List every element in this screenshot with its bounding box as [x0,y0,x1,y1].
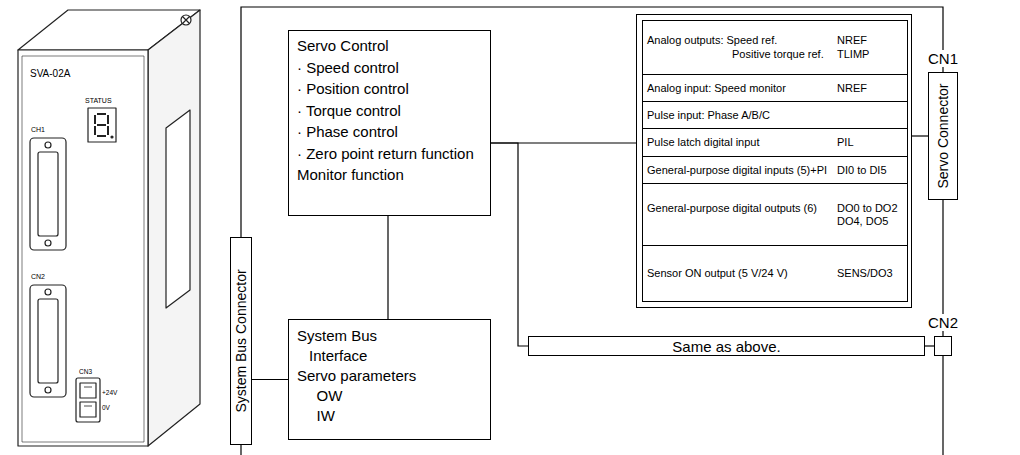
node-text: · Speed control [297,57,486,79]
system-bus-interface-box: System Bus InterfaceServo parametersOWIW [288,319,491,440]
signal-row: Analog outputs: Speed ref.NREFPositive t… [642,20,908,75]
signal-line [241,7,943,237]
module-label: STATUS [85,97,112,105]
signal-line [252,379,288,380]
same-as-above-box: Same as above. [528,336,925,356]
node-text: DI0 to DI5 [837,164,903,177]
node-text: SENS/DO3 [837,267,903,280]
node-text: PIL [837,136,903,149]
servo-control-box: Servo Control· Speed control· Position c… [288,30,491,216]
signal-row: Pulse input: Phase A/B/C [642,101,908,129]
signal-row: Sensor ON output (5 V/24 V)SENS/DO3 [642,245,908,302]
signal-line [491,143,528,346]
node-text: NREF [837,34,903,47]
node-text: System Bus Connector [233,269,249,412]
node-text: Servo Connector [935,83,951,188]
signal-line [912,135,928,136]
signal-panel: Analog outputs: Speed ref.NREFPositive t… [636,14,912,308]
module-label: CN2 [31,273,45,281]
node-text: System Bus Interface [297,326,409,366]
connector-name: CN2 [926,314,960,331]
node-text: General-purpose digital outputs (6) [647,202,837,228]
node-text: · Phase control [297,121,486,143]
module-label: SVA-02A [30,68,70,79]
node-text: Same as above. [672,338,780,355]
node-text: TLIMP [837,48,903,61]
signal-line [925,345,934,346]
frame-line [942,356,943,455]
connector-name: CN1 [926,50,960,67]
signal-line [387,216,388,319]
frame-line [240,445,241,455]
node-text: Servo parameters [297,366,486,386]
servo-connector-box: CN1Servo Connector [928,72,958,200]
node-text: Pulse latch digital input [647,136,837,149]
node-text: General-purpose digital inputs (5)+PI [647,164,837,177]
node-text: Monitor function [297,164,486,186]
module-label: +24V [102,389,117,396]
system-bus-connector-box: System Bus Connector [230,237,252,445]
node-text: Servo Control [297,35,486,57]
node-text: DO0 to DO2 DO4, DO5 [837,202,903,228]
node-text: Sensor ON output (5 V/24 V) [647,267,837,280]
signal-row: General-purpose digital outputs (6)DO0 t… [642,183,908,246]
connector-box: CN2 [934,336,952,356]
node-text: IW [297,406,486,426]
node-text: Pulse input: Phase A/B/C [647,109,837,122]
node-text: Analog outputs: Speed ref. [647,34,837,47]
node-text: · Torque control [297,100,486,122]
module-label: CN3 [79,368,92,375]
node-text: Positive torque ref. [647,48,837,61]
signal-row: Pulse latch digital inputPIL [642,128,908,157]
node-text: · Zero point return function [297,143,486,165]
signal-row: Analog input: Speed monitorNREF [642,74,908,102]
node-text: · Position control [297,78,486,100]
node-text: NREF [837,82,903,95]
module-label: 0V [102,404,110,411]
node-text: OW [297,386,486,406]
signal-row: General-purpose digital inputs (5)+PIDI0… [642,156,908,184]
module-label: CH1 [31,126,45,134]
node-text: Analog input: Speed monitor [647,82,837,95]
